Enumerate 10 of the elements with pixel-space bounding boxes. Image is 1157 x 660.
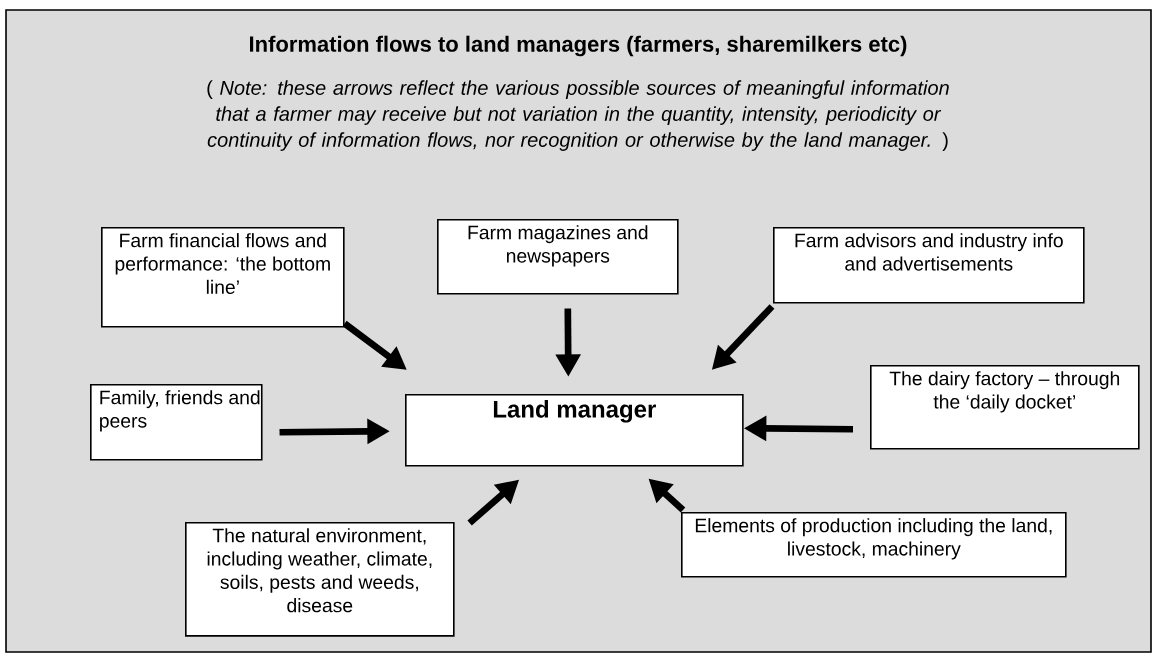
source-box: Farm financial flows and performance: ‘the bottom line’ [101, 227, 345, 328]
source-box: Elements of production including the land, livestock, machinery [681, 512, 1067, 578]
source-box: Farm advisors and industry info and advertisements [773, 227, 1085, 304]
title-box: Land manager [405, 394, 744, 467]
source-box: Farm magazines and newspapers [437, 219, 679, 295]
title: Information flows to land managers (farmers, sharemilkers etc) [250, 35, 907, 57]
note: ( Note: these arrows reflect the various possible sources of meaningful information that a farmer may receive but not variation in the quantity, intensity, periodicity or continuity of information flows, nor recognition or otherwise by the land manager. ) [207, 80, 949, 151]
source-box: The dairy factory – through the ‘daily docket’ [870, 365, 1140, 450]
source-box: Family, friends and peers [90, 384, 263, 461]
source-box: The natural environment, including weather, climate, soils, pests and weeds, disease [185, 522, 455, 637]
